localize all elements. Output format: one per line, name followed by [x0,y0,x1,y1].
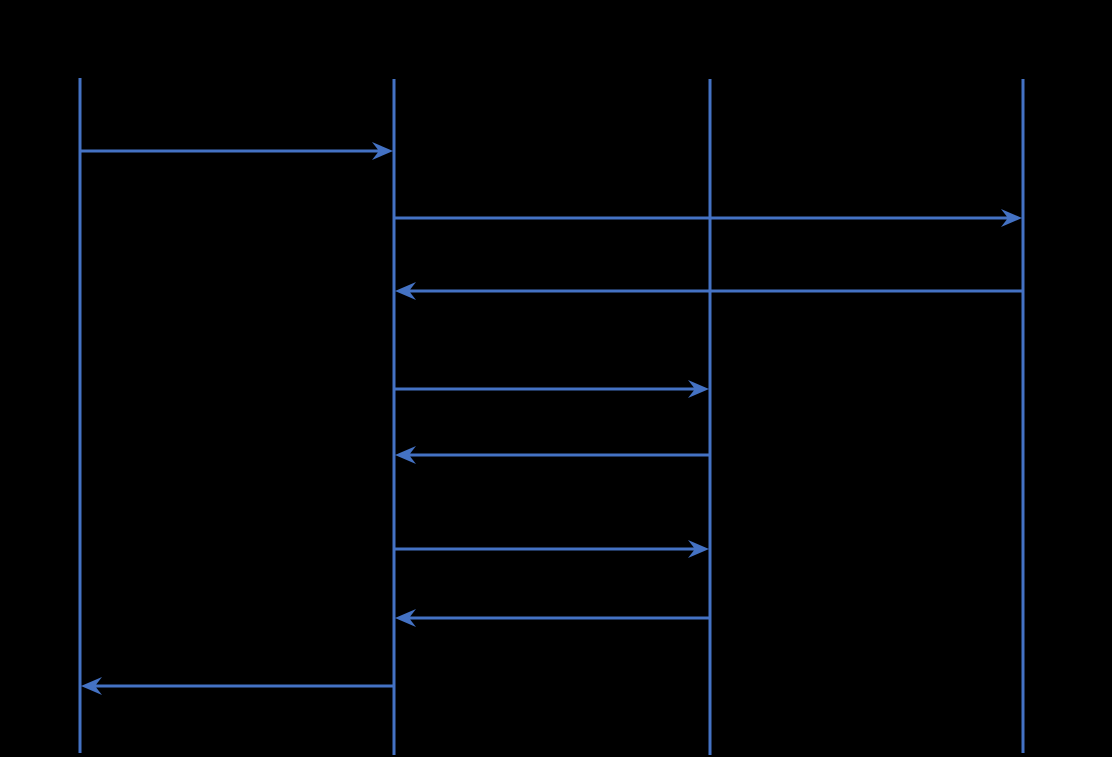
message-1-arrowhead-icon [372,142,393,160]
message-2 [394,209,1022,227]
message-6 [394,540,709,558]
message-7 [395,609,710,627]
message-1 [80,142,393,160]
message-8-arrowhead-icon [81,677,102,695]
message-4-arrowhead-icon [688,380,709,398]
message-3-arrowhead-icon [395,282,416,300]
message-6-arrowhead-icon [688,540,709,558]
message-2-arrowhead-icon [1001,209,1022,227]
message-4 [394,380,709,398]
message-7-arrowhead-icon [395,609,416,627]
message-8 [81,677,394,695]
message-3 [395,282,1023,300]
message-5 [395,446,710,464]
message-5-arrowhead-icon [395,446,416,464]
